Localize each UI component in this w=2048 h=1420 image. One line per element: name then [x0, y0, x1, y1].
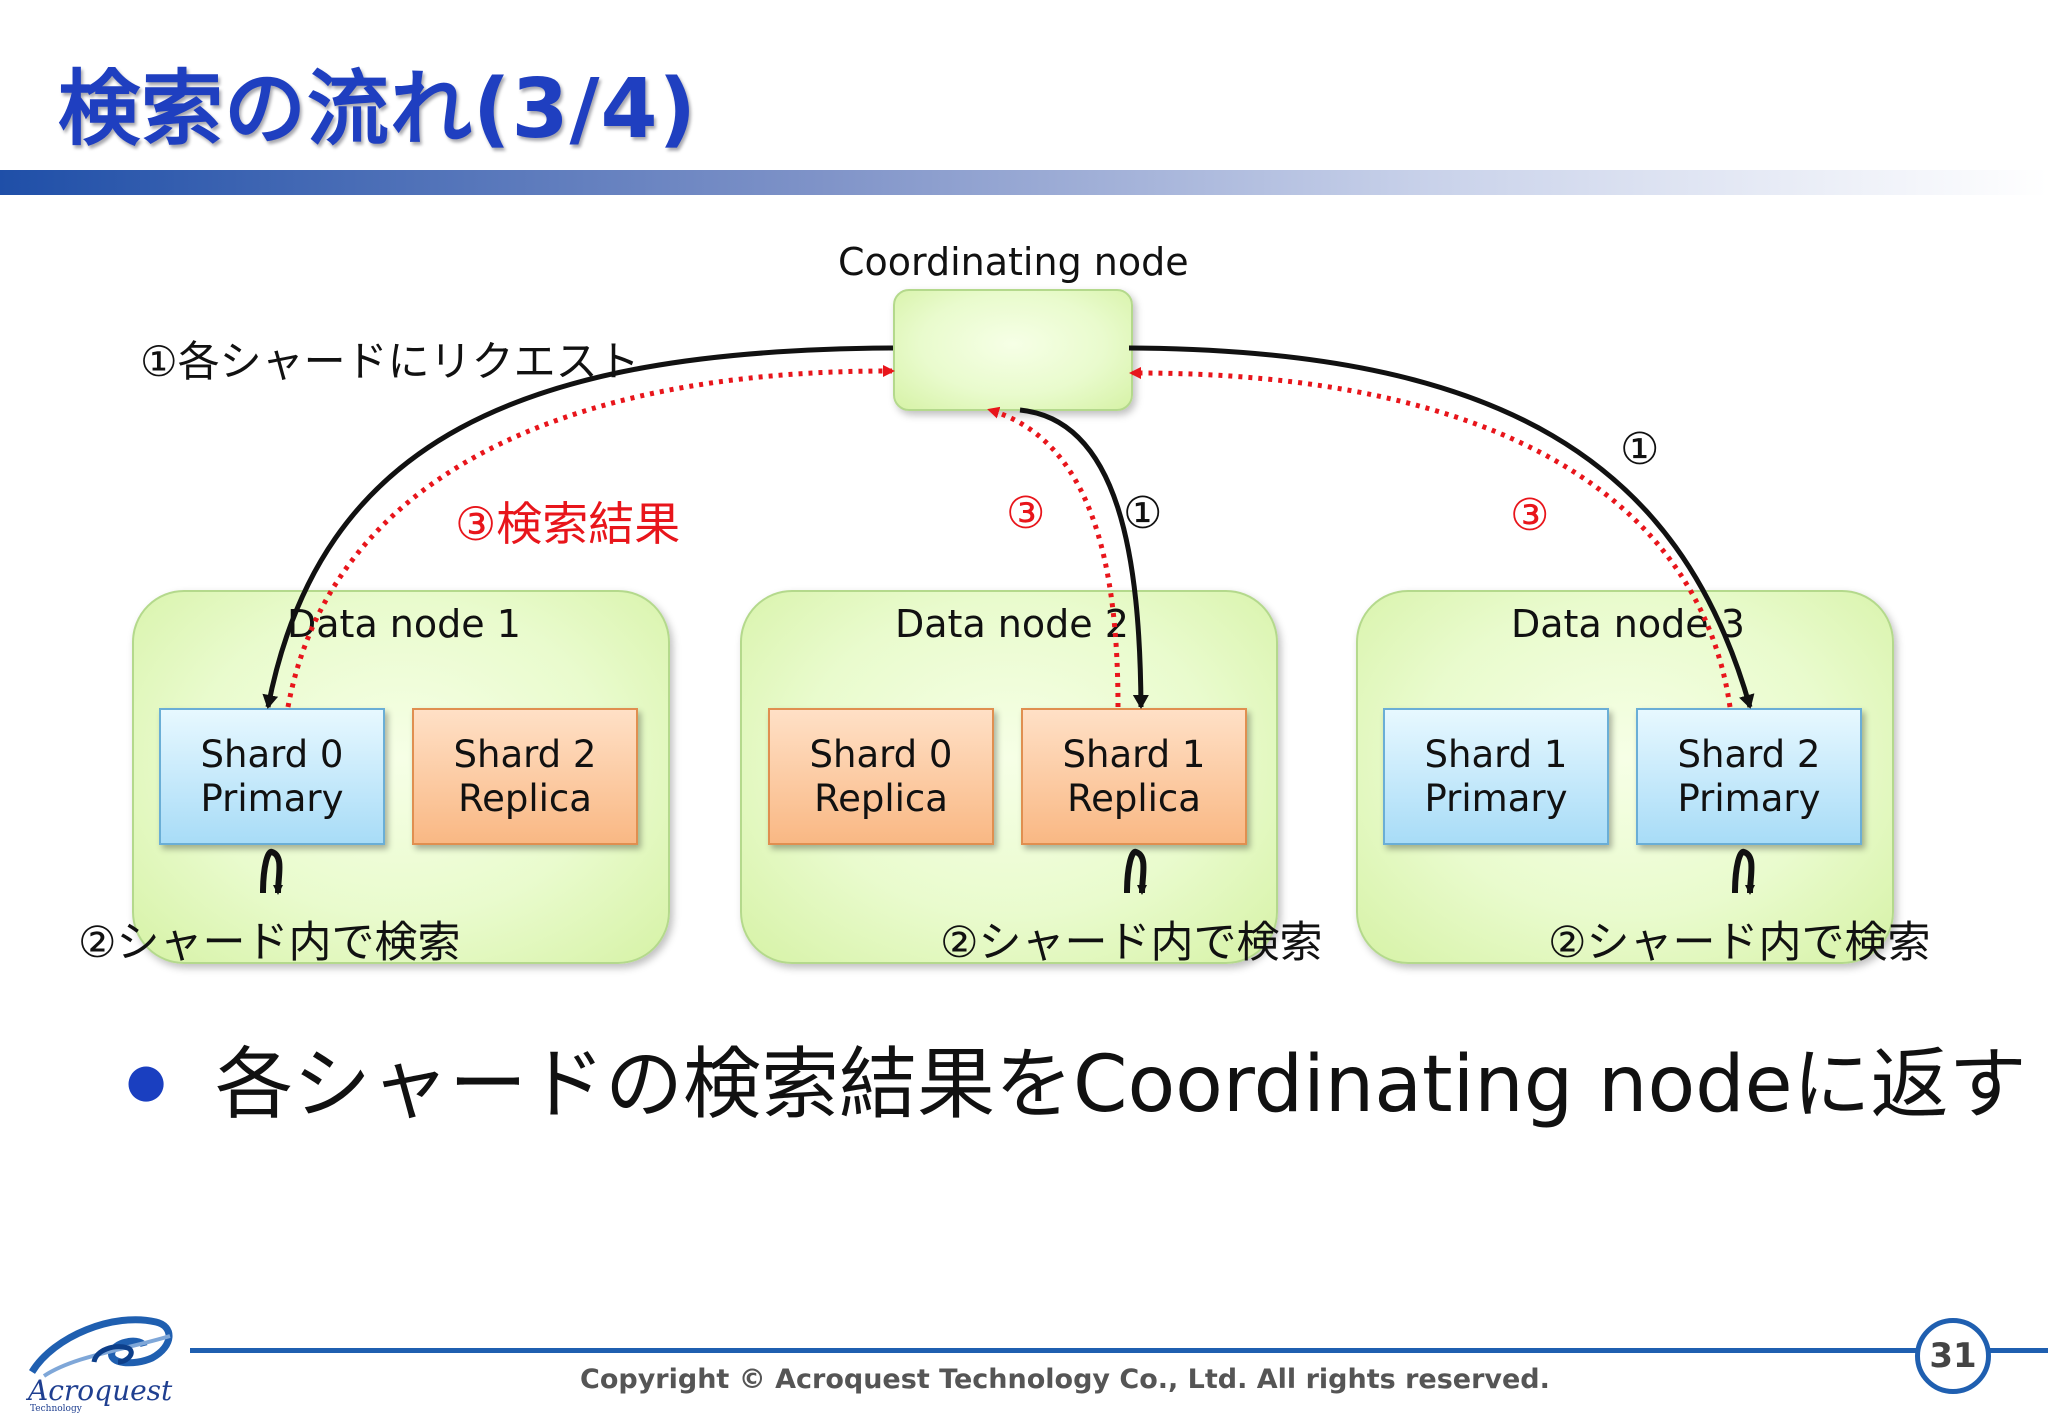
- bullet-marker: ●: [126, 1053, 167, 1107]
- result-arrow-node1: [285, 364, 895, 708]
- shard-2-primary-node3[interactable]: Shard 2 Primary: [1636, 708, 1862, 845]
- shard-name: Shard 0: [200, 732, 344, 776]
- search-loop-node1: [260, 848, 284, 895]
- shard-1-primary-node3[interactable]: Shard 1 Primary: [1383, 708, 1609, 845]
- data-node-3-label: Data node 3: [1511, 602, 1745, 646]
- acroquest-logo: Acroquest Technology: [24, 1306, 184, 1416]
- shard-name: Shard 1: [1062, 732, 1206, 776]
- shard-0-primary-node1[interactable]: Shard 0 Primary: [159, 708, 385, 845]
- result-arrow-node3: [1129, 366, 1733, 708]
- request-label-node3: ①: [1620, 424, 1660, 475]
- page-title: 検索の流れ(3/4): [58, 62, 698, 157]
- result-label-node1: ③検索結果: [455, 497, 681, 551]
- bullet-text: 各シャードの検索結果をCoordinating nodeに返す: [215, 1040, 2027, 1130]
- shard-role: Primary: [1677, 776, 1821, 820]
- search-label-node3: ②シャード内で検索: [1548, 918, 1931, 968]
- request-arrow-node3: [1128, 345, 1755, 709]
- request-all-label: ①各シャードにリクエスト: [140, 337, 640, 386]
- copyright-text: Copyright © Acroquest Technology Co., Lt…: [580, 1364, 1550, 1395]
- footer-rule-right: [1990, 1348, 2048, 1353]
- request-arrow-node2: [1019, 407, 1149, 709]
- search-label-node2: ②シャード内で検索: [940, 918, 1323, 968]
- search-loop-node3: [1732, 848, 1756, 895]
- shard-role: Primary: [200, 776, 344, 820]
- request-label-node2: ①: [1123, 488, 1163, 539]
- data-node-2-label: Data node 2: [895, 602, 1129, 646]
- footer-rule: [190, 1348, 1920, 1353]
- result-label-node2: ③: [1006, 488, 1046, 539]
- shard-role: Primary: [1424, 776, 1568, 820]
- shard-name: Shard 2: [1677, 732, 1821, 776]
- result-arrow-node2: [987, 406, 1121, 708]
- page-number: 31: [1915, 1318, 1991, 1394]
- shard-name: Shard 2: [453, 732, 597, 776]
- search-loop-node2: [1124, 848, 1148, 895]
- logo-subtext: Technology: [30, 1404, 82, 1414]
- shard-name: Shard 1: [1424, 732, 1568, 776]
- logo-swirl-icon: [29, 1316, 173, 1378]
- coordinating-node-label: Coordinating node: [838, 240, 1189, 284]
- result-label-node3: ③: [1510, 490, 1550, 541]
- shard-0-replica-node2[interactable]: Shard 0 Replica: [768, 708, 994, 845]
- shard-role: Replica: [458, 776, 592, 820]
- shard-1-replica-node2[interactable]: Shard 1 Replica: [1021, 708, 1247, 845]
- title-underline: [0, 170, 2048, 195]
- shard-name: Shard 0: [809, 732, 953, 776]
- shard-role: Replica: [1067, 776, 1201, 820]
- shard-role: Replica: [814, 776, 948, 820]
- logo-text: Acroquest: [28, 1374, 173, 1407]
- shard-2-replica-node1[interactable]: Shard 2 Replica: [412, 708, 638, 845]
- data-node-1-label: Data node 1: [287, 602, 521, 646]
- search-label-node1: ②シャード内で検索: [78, 918, 461, 968]
- request-arrow-node1: [262, 345, 894, 709]
